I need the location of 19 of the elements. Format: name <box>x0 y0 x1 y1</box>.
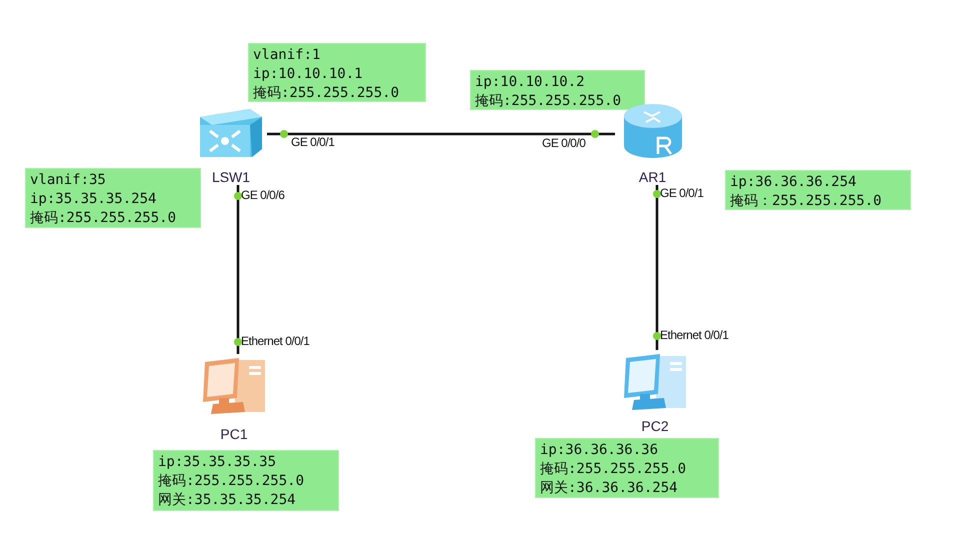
port-label: GE 0/0/1 <box>291 135 334 149</box>
address-box: ip:35.35.35.35 掩码:255.255.255.0 网关:35.35.35.254 <box>153 450 339 511</box>
port-label: GE 0/0/1 <box>660 186 704 200</box>
address-box: vlanif:1 ip:10.10.10.1 掩码:255.255.255.0 <box>248 43 426 102</box>
address-box: ip:10.10.10.2 掩码:255.255.255.0 <box>470 70 645 110</box>
device-label: LSW1 <box>210 169 252 185</box>
device-label: PC2 <box>640 418 670 434</box>
port-label: Ethernet 0/0/1 <box>660 328 728 342</box>
device-label: PC1 <box>219 426 249 442</box>
port-label: GE 0/0/6 <box>241 188 284 202</box>
address-box: ip:36.36.36.36 掩码:255.255.255.0 网关:36.36.36.254 <box>535 438 719 498</box>
device-label: AR1 <box>638 169 668 185</box>
address-box: ip:36.36.36.254 掩码：255.255.255.0 <box>725 170 911 210</box>
cable-line <box>656 185 658 350</box>
cable-line <box>267 132 615 136</box>
address-box: vlanif:35 ip:35.35.35.254 掩码:255.255.255.0 <box>25 168 201 228</box>
port-label: GE 0/0/0 <box>542 136 586 150</box>
cable-line <box>236 185 240 354</box>
port-label: Ethernet 0/0/1 <box>241 334 310 348</box>
